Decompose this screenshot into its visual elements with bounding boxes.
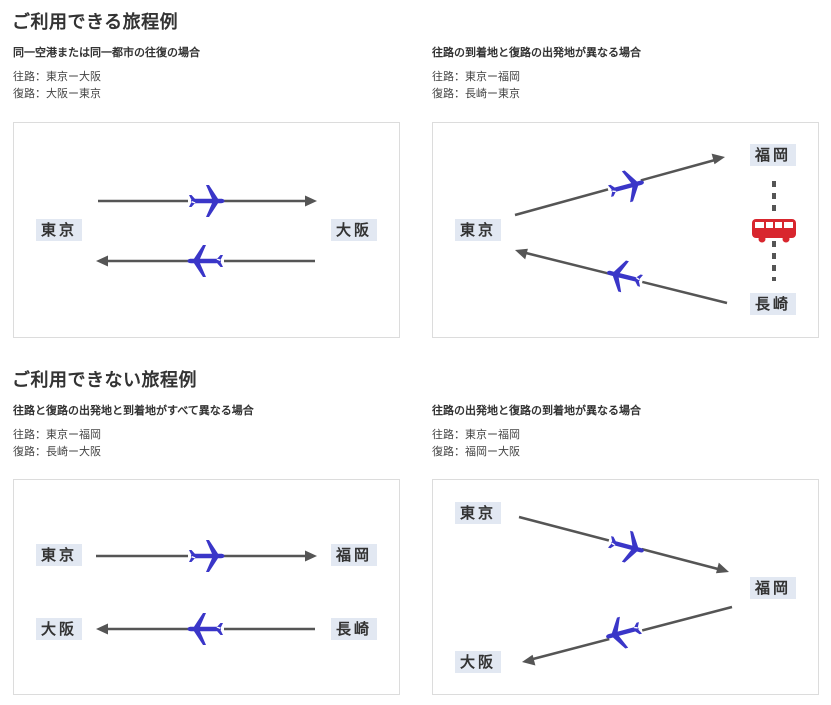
- city-label-tokyo: 東京: [36, 544, 83, 566]
- route-diagram-svg: [96, 185, 317, 277]
- inbound-route: 復路：長崎ー大阪: [13, 445, 101, 458]
- case-same-city-roundtrip: 同一空港または同一都市の往復の場合 往路：東京ー大阪 復路：大阪ー東京: [13, 46, 400, 102]
- city-label-osaka: 大阪: [455, 651, 502, 673]
- diagram-all-different: 東京 福岡 大阪 長崎: [13, 479, 400, 695]
- airplane-icon: [607, 170, 644, 203]
- airplane-icon: [187, 245, 224, 277]
- airplane-icon: [607, 260, 644, 293]
- case-all-different: 往路と復路の出発地と到着地がすべて異なる場合 往路：東京ー福岡 復路：長崎ー大阪: [13, 404, 400, 460]
- city-label-nagasaki: 長崎: [750, 293, 797, 315]
- city-label-nagasaki: 長崎: [331, 618, 378, 640]
- case-different-arrival-departure: 往路の到着地と復路の出発地が異なる場合 往路：東京ー福岡 復路：長崎ー東京: [432, 46, 819, 102]
- case-title: 往路の到着地と復路の出発地が異なる場合: [432, 46, 641, 59]
- outbound-route: 往路：東京ー福岡: [13, 428, 101, 441]
- case-title: 同一空港または同一都市の往復の場合: [13, 46, 200, 59]
- route-diagram-svg: [514, 153, 796, 305]
- city-label-fukuoka: 福岡: [331, 544, 378, 566]
- case-title: 往路と復路の出発地と到着地がすべて異なる場合: [13, 404, 254, 417]
- route-diagram-svg: [518, 515, 733, 666]
- section-title-available: ご利用できる旅程例: [12, 12, 179, 33]
- city-label-fukuoka: 福岡: [750, 577, 797, 599]
- diagram-different-arrival-departure: 東京 福岡 長崎: [432, 122, 819, 338]
- city-label-tokyo: 東京: [455, 502, 502, 524]
- inbound-route: 復路：大阪ー東京: [13, 87, 101, 100]
- airplane-icon: [188, 185, 225, 217]
- inbound-route: 復路：長崎ー東京: [432, 87, 520, 100]
- case-different-origin-return: 往路の出発地と復路の到着地が異なる場合 往路：東京ー福岡 復路：福岡ー大阪: [432, 404, 819, 460]
- city-label-osaka: 大阪: [36, 618, 83, 640]
- airplane-icon: [606, 616, 643, 649]
- city-label-tokyo: 東京: [36, 219, 83, 241]
- airplane-icon: [187, 613, 224, 645]
- city-label-fukuoka: 福岡: [750, 144, 797, 166]
- airplane-icon: [188, 540, 225, 572]
- diagram-different-origin-return: 東京 福岡 大阪: [432, 479, 819, 695]
- city-label-tokyo: 東京: [455, 219, 502, 241]
- case-title: 往路の出発地と復路の到着地が異なる場合: [432, 404, 641, 417]
- outbound-route: 往路：東京ー福岡: [432, 428, 520, 441]
- route-diagram-svg: [96, 540, 317, 645]
- city-label-osaka: 大阪: [331, 219, 378, 241]
- airplane-icon: [607, 530, 644, 563]
- bus-icon: [752, 217, 796, 243]
- outbound-route: 往路：東京ー大阪: [13, 70, 101, 83]
- inbound-route: 復路：福岡ー大阪: [432, 445, 520, 458]
- outbound-route: 往路：東京ー福岡: [432, 70, 520, 83]
- diagram-same-city-roundtrip: 東京 大阪: [13, 122, 400, 338]
- section-title-unavailable: ご利用できない旅程例: [12, 370, 197, 391]
